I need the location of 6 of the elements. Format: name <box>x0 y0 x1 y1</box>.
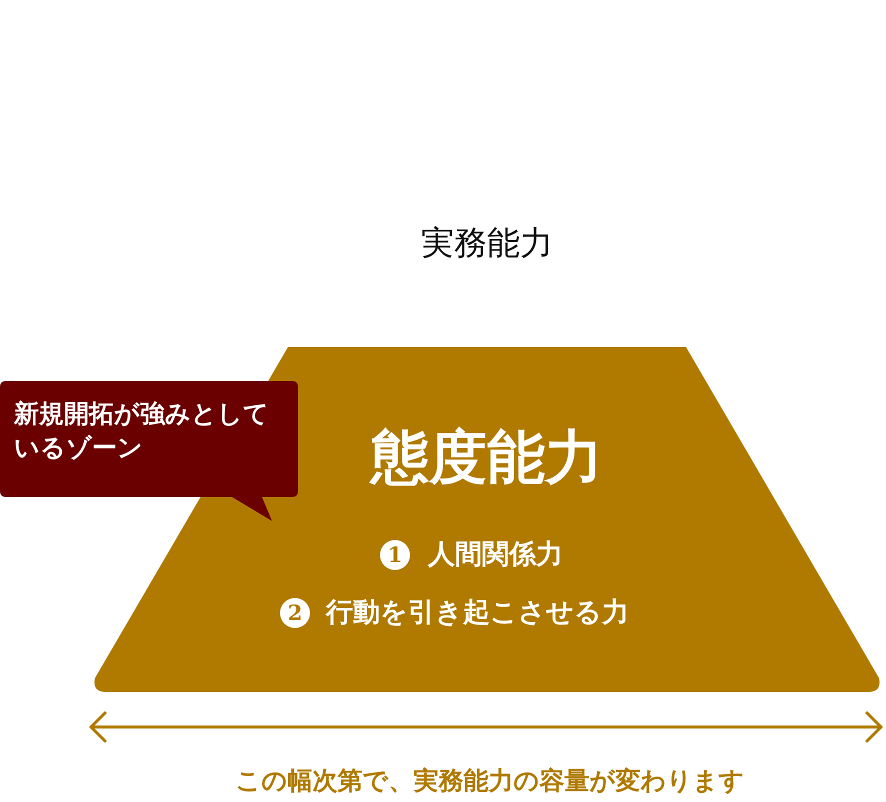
bubble-text: 新規開拓が強みとしているゾーン <box>14 398 270 464</box>
level-label: 実務能力 <box>421 222 553 264</box>
item-text: 行動を引き起こさせる力 <box>326 596 629 630</box>
item-text: 人間関係力 <box>428 538 563 572</box>
heading: 態度能力 <box>371 422 603 493</box>
caption: この幅次第で、実務能力の容量が変わります <box>236 764 744 796</box>
